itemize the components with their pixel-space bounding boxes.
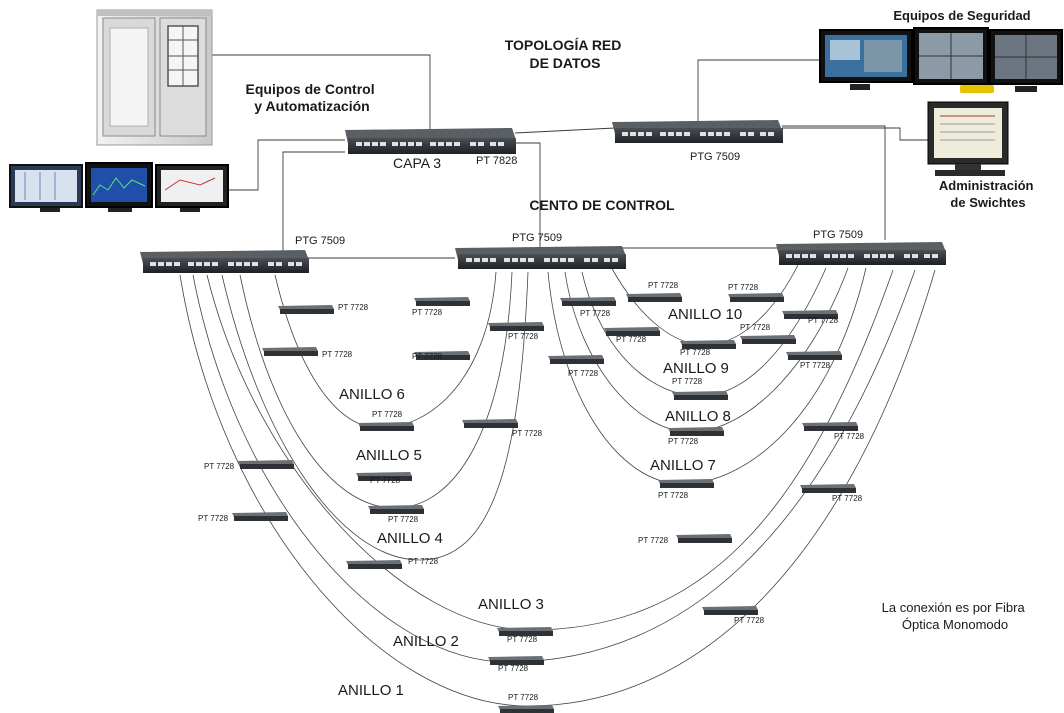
ring-switch-model-label: PT 7728 (672, 377, 703, 386)
ring-switch: PT 7728 (412, 351, 470, 361)
ring-label-3: ANILLO 3 (478, 596, 544, 613)
core-switch-capa3-model: PT 7828 (476, 155, 517, 167)
ring-switch-model-label: PT 7728 (648, 281, 679, 290)
ring-switch: PT 7728 (462, 419, 543, 438)
ring-switch: PT 7728 (672, 377, 728, 400)
ring-switch-model-label: PT 7728 (832, 494, 863, 503)
core-switch-capa3-name: CAPA 3 (393, 155, 441, 171)
ring-label-10: ANILLO 10 (668, 306, 742, 323)
diagram-title: TOPOLOGÍA RED DE DATOS (505, 37, 626, 71)
ring-switch-model-label: PT 7728 (322, 350, 353, 359)
ring-switch-model-label: PT 7728 (412, 352, 443, 361)
ring-switch: PT 7728 (740, 323, 796, 344)
ring-switch-model-label: PT 7728 (740, 323, 771, 332)
ring-switch: PT 7728 (782, 310, 839, 325)
ring-switch: PT 7728 (346, 557, 439, 569)
ring-label-9: ANILLO 9 (663, 360, 729, 377)
ring-switch-model-label: PT 7728 (370, 476, 401, 485)
ring-label-8: ANILLO 8 (665, 408, 731, 425)
distribution-switch-left (140, 250, 309, 273)
ring-switch: PT 7728 (802, 422, 865, 441)
ring-switch: PT 7728 (638, 534, 732, 545)
ring-label-7: ANILLO 7 (650, 457, 716, 474)
ring-switch-model-label: PT 7728 (204, 462, 235, 471)
ring-switch-model-label: PT 7728 (728, 283, 759, 292)
ring-switch: PT 7728 (412, 297, 470, 317)
ring-switch: PT 7728 (262, 347, 353, 359)
ring-switch: PT 7728 (278, 303, 369, 314)
ring-switches: PT 7728 PT 7728 PT 7728 PT 7728 PT 7728 PT 77… (198, 281, 865, 713)
ring-switch: PT 7728 (548, 355, 604, 378)
ring-switch: PT 7728 (204, 460, 294, 471)
ring-switch: PT 7728 (728, 283, 784, 302)
ring-switch-model-label: PT 7728 (658, 491, 689, 500)
distribution-switch-right-model: PTG 7509 (813, 229, 863, 241)
ring-switch: PT 7728 (702, 606, 765, 625)
security-monitors-image (820, 28, 1062, 93)
ring-switch: PT 7728 (198, 512, 288, 523)
ring-switch-model-label: PT 7728 (568, 369, 599, 378)
ring-switch-model-label: PT 7728 (808, 316, 839, 325)
ring-switch: PT 7728 (560, 297, 616, 318)
ring-switch: PT 7728 (658, 479, 714, 500)
ring-switch: PT 7728 (368, 505, 424, 524)
ring-switch-model-label: PT 7728 (800, 361, 831, 370)
ring-switch: PT 7728 (680, 340, 736, 357)
distribution-switch-right (776, 242, 946, 265)
ring-switch-model-label: PT 7728 (338, 303, 369, 312)
ring-switch: PT 7728 (604, 327, 660, 344)
ring-switch: PT 7728 (497, 627, 553, 644)
ring-switch-model-label: PT 7728 (388, 515, 419, 524)
control-center-label: CENTO DE CONTROL (529, 197, 675, 213)
ring-switch: PT 7728 (358, 410, 414, 431)
switch-admin-label: Administración de Swichtes (939, 178, 1037, 210)
ring-switch-model-label: PT 7728 (638, 536, 669, 545)
ring-switch-model-label: PT 7728 (372, 410, 403, 419)
ring-switch-model-label: PT 7728 (198, 514, 229, 523)
core-switch-2 (612, 120, 783, 143)
ring-label-4: ANILLO 4 (377, 530, 443, 547)
ring-switch: PT 7728 (488, 322, 544, 341)
ring-switch-model-label: PT 7728 (408, 557, 439, 566)
ring-switch: PT 7728 (356, 472, 412, 485)
admin-computer-image (928, 102, 1008, 176)
ring-switch-model-label: PT 7728 (508, 332, 539, 341)
ring-switch-model-label: PT 7728 (412, 308, 443, 317)
distribution-switch-center-model: PTG 7509 (512, 232, 562, 244)
ring-label-2: ANILLO 2 (393, 633, 459, 650)
distribution-switch-center (455, 246, 626, 269)
ring-switch-model-label: PT 7728 (508, 693, 539, 702)
security-equipment-label: Equipos de Seguridad (893, 8, 1030, 23)
control-equipment-label: Equipos de Control y Automatización (246, 81, 379, 114)
ring-label-6: ANILLO 6 (339, 386, 405, 403)
core-switch-capa3 (345, 128, 516, 154)
control-monitors-image (10, 163, 228, 212)
ring-switch-model-label: PT 7728 (512, 429, 543, 438)
control-cabinet-image (97, 10, 212, 145)
ring-switch: PT 7728 (498, 693, 554, 713)
ring-label-5: ANILLO 5 (356, 447, 422, 464)
ring-label-1: ANILLO 1 (338, 682, 404, 699)
ring-switch: PT 7728 (488, 656, 544, 673)
ring-switch-model-label: PT 7728 (834, 432, 865, 441)
ring-switch: PT 7728 (626, 281, 682, 302)
ring-switch-model-label: PT 7728 (616, 335, 647, 344)
fiber-note: La conexión es por Fibra Óptica Monomodo (882, 600, 1029, 632)
ring-switch: PT 7728 (668, 427, 724, 446)
ring-switch-model-label: PT 7728 (580, 309, 611, 318)
distribution-switch-left-model: PTG 7509 (295, 235, 345, 247)
ring-switch-model-label: PT 7728 (507, 635, 538, 644)
ring-switch-model-label: PT 7728 (498, 664, 529, 673)
ring-switch-model-label: PT 7728 (668, 437, 699, 446)
core-switch-2-model: PTG 7509 (690, 151, 740, 163)
ring-switch-model-label: PT 7728 (680, 348, 711, 357)
ring-switch-model-label: PT 7728 (734, 616, 765, 625)
ring-switch: PT 7728 (800, 484, 863, 503)
